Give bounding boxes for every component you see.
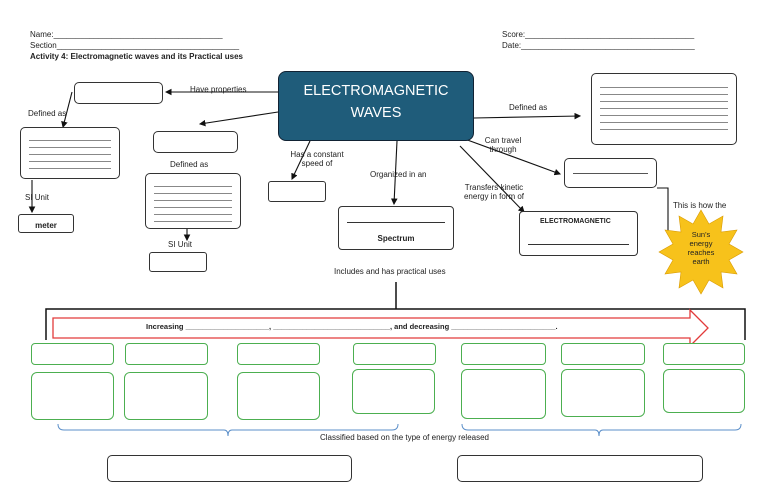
- wave-label-box-2[interactable]: [125, 343, 208, 365]
- name-field: Name:___________________________________…: [30, 30, 223, 39]
- definition-box-mid[interactable]: [145, 173, 241, 229]
- wave-label-box-3[interactable]: [237, 343, 320, 365]
- can-travel-label: Can travel through: [484, 136, 522, 155]
- speed-box[interactable]: [268, 181, 326, 202]
- score-field: Score:__________________________________…: [502, 30, 695, 39]
- increasing-text: Increasing ____________________, _______…: [146, 322, 558, 331]
- classification-box-right[interactable]: [457, 455, 703, 482]
- main-title-box: ELECTROMAGNETIC WAVES: [278, 71, 474, 141]
- this-is-how-label: This is how the: [673, 201, 727, 210]
- defined-as-right-label: Defined as: [509, 103, 548, 112]
- wave-use-box-6[interactable]: [561, 369, 645, 417]
- constant-speed-label: Has a constant speed of: [290, 150, 344, 169]
- definition-box-left[interactable]: [20, 127, 120, 179]
- definition-box-right[interactable]: [591, 73, 737, 145]
- wave-use-box-7[interactable]: [663, 369, 745, 413]
- increasing-arrow: [52, 308, 709, 348]
- includes-label: Includes and has practical uses: [334, 267, 446, 276]
- wave-label-box-4[interactable]: [353, 343, 436, 365]
- date-field: Date:___________________________________…: [502, 41, 695, 50]
- transfers-label: Transfers kinetic energy in form of: [463, 183, 525, 202]
- activity-title: Activity 4: Electromagnetic waves and it…: [30, 52, 243, 61]
- date-label: Date:: [502, 41, 522, 50]
- si-unit-box-mid[interactable]: [149, 252, 207, 272]
- organized-in-label: Organized in an: [370, 170, 427, 179]
- name-label: Name:: [30, 30, 54, 39]
- classification-box-left[interactable]: [107, 455, 352, 482]
- section-label: Section: [30, 41, 57, 50]
- wave-label-box-5[interactable]: [461, 343, 546, 365]
- sun-shape: [658, 209, 744, 295]
- spectrum-box[interactable]: Spectrum: [338, 206, 454, 250]
- classified-label: Classified based on the type of energy r…: [320, 433, 489, 442]
- wave-use-box-3[interactable]: [237, 372, 320, 420]
- meter-box: meter: [18, 214, 74, 233]
- meter-label: meter: [35, 221, 57, 230]
- right-bracket: [461, 423, 742, 437]
- score-label: Score:: [502, 30, 526, 39]
- property-box-mid[interactable]: [153, 131, 238, 153]
- have-properties-label: Have properties: [190, 85, 247, 94]
- sun-text: Sun's energy reaches earth: [687, 230, 715, 266]
- wave-label-box-6[interactable]: [561, 343, 645, 365]
- defined-as-left-label: Defined as: [28, 109, 67, 118]
- wave-use-box-5[interactable]: [461, 369, 546, 419]
- si-unit-left-label: SI Unit: [25, 193, 50, 202]
- electromagnetic-box[interactable]: ELECTROMAGNETIC: [519, 211, 638, 256]
- wave-label-box-1[interactable]: [31, 343, 114, 365]
- spectrum-label: Spectrum: [377, 234, 415, 243]
- property-box-left[interactable]: [74, 82, 163, 104]
- si-unit-mid-label: SI Unit: [168, 240, 193, 249]
- wave-use-box-1[interactable]: [31, 372, 114, 420]
- main-title-line2: WAVES: [350, 105, 402, 121]
- travel-box[interactable]: [564, 158, 657, 188]
- wave-use-box-4[interactable]: [352, 369, 435, 414]
- electromagnetic-label: ELECTROMAGNETIC: [540, 218, 611, 225]
- left-bracket: [57, 423, 399, 437]
- defined-as-mid-label: Defined as: [170, 160, 209, 169]
- wave-use-box-2[interactable]: [124, 372, 208, 420]
- wave-label-box-7[interactable]: [663, 343, 745, 365]
- main-title-line1: ELECTROMAGNETIC: [303, 83, 449, 99]
- section-field: Section_________________________________…: [30, 41, 240, 50]
